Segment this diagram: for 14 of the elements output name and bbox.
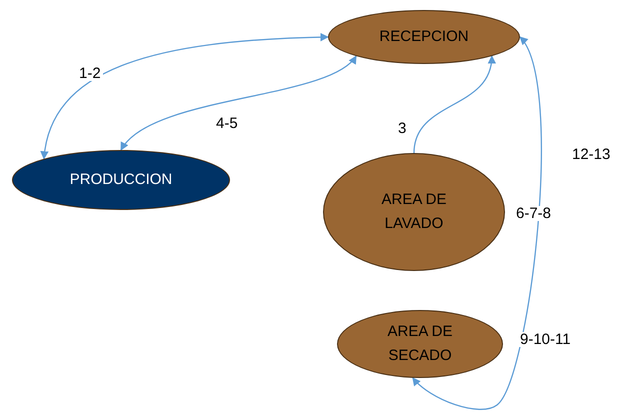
edge-label: 3 <box>396 121 408 136</box>
edge-label: 12-13 <box>570 147 612 162</box>
arrow <box>413 55 496 154</box>
node-annotation: 6-7-8 <box>514 206 554 221</box>
node-label: AREA DE LAVADO <box>380 190 448 234</box>
node-label: AREA DE SECADO <box>386 322 454 366</box>
node-annotation: 9-10-11 <box>518 332 573 347</box>
node-label: PRODUCCION <box>70 170 172 190</box>
node-label: RECEPCION <box>379 27 469 47</box>
edge-label: 4-5 <box>214 116 240 131</box>
arrow <box>412 36 542 410</box>
arrow <box>41 33 329 160</box>
arrow <box>120 55 357 151</box>
edge-label: 1-2 <box>77 66 103 81</box>
